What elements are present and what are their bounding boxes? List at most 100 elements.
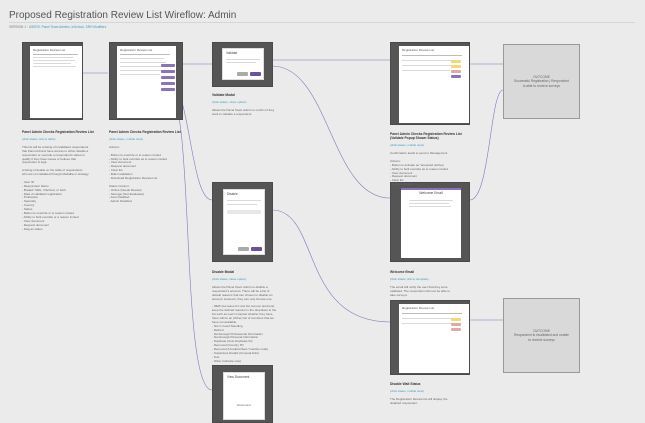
status-chip [451, 318, 461, 321]
validate-button[interactable] [250, 72, 261, 76]
note-2-body: Actions: - Button to override or to reas… [109, 144, 167, 204]
screen-5-row [402, 70, 450, 71]
validate-modal-frame: Validate [212, 42, 273, 87]
note-3-body: Allows the Panel Team Admin to confirm i… [212, 107, 275, 116]
note-6-body: The email will notify the user that they… [390, 284, 450, 297]
version-separator: · [26, 25, 28, 29]
note-7-body: The Registration Review list will displa… [390, 396, 448, 405]
screen-2-row [120, 54, 170, 55]
validate-dialog: Validate [222, 48, 264, 80]
screen-1-row [33, 54, 78, 55]
note-3-sub: (click states, close option) [212, 100, 247, 105]
note-5: Disable Modal (click states, close optio… [212, 266, 304, 368]
note-2-sub: (click states, mobile view) [109, 137, 144, 142]
screen-2-row [120, 62, 166, 63]
welcome-banner [401, 188, 461, 190]
screen-7-row [402, 318, 452, 319]
note-1-body: This list will be a listing of invalidat… [22, 144, 90, 231]
validate-dialog-line [226, 62, 256, 63]
header-divider [9, 22, 635, 23]
view-document-frame: View Document Document [212, 365, 273, 423]
note-4: Panel Admin Checks Registration Review L… [390, 128, 480, 191]
note-4-title: Panel Admin Checks Registration Review L… [390, 131, 462, 141]
note-4-sub: (click states, mobile view) [390, 143, 425, 148]
status-chip [451, 60, 461, 63]
screen-2-action-chip[interactable] [161, 70, 175, 73]
validate-dialog-line [226, 59, 260, 60]
welcome-line [409, 203, 449, 204]
validate-dialog-title: Validate [226, 51, 238, 55]
page-title: Proposed Registration Review List Wirefl… [9, 10, 237, 21]
welcome-line [409, 206, 451, 207]
status-chip [451, 75, 461, 78]
screen-5-row [402, 55, 462, 56]
view-document-title: View Document [227, 375, 250, 379]
disable-dialog-line [227, 204, 257, 205]
disable-button[interactable] [251, 247, 262, 251]
screen-2-action-chip[interactable] [161, 88, 175, 91]
screen-2-row [120, 70, 164, 71]
note-1-title: Panel Admin Checks Registration Review L… [22, 129, 94, 134]
screen-1-row [33, 63, 71, 64]
disable-modal-frame: Disable [212, 182, 273, 262]
screen-1-row [33, 60, 75, 61]
disable-dialog: Disable [223, 189, 265, 255]
status-chip [451, 65, 461, 68]
disable-dialog-line [227, 200, 261, 201]
screen-5-frame: Registration Review List [390, 42, 470, 125]
reason-dropdown[interactable] [227, 210, 261, 214]
note-3-title: Validate Modal [212, 92, 235, 97]
screen-1-label: Registration Review List [33, 48, 66, 52]
note-5-body: Allows the Panel Team Admin to disable a… [212, 284, 277, 363]
note-7-title: Disable Wait Status [390, 381, 421, 386]
cancel-button[interactable] [238, 247, 249, 251]
version-label: VERSION 1 [9, 25, 27, 29]
screen-1-frame: Registration Review List [22, 42, 83, 120]
welcome-email: Welcome Email [401, 188, 461, 258]
note-6: Welcome Email (click states, link to tem… [390, 266, 480, 301]
outcome-2-text: OUTCOME Respondent is invalidated and un… [514, 329, 569, 342]
view-document-dialog: View Document Document [223, 372, 265, 420]
connector-validate-welcome [271, 65, 391, 199]
screen-2-row [120, 74, 160, 75]
welcome-email-frame: Welcome Email [390, 182, 470, 262]
note-7: Disable Wait Status (click states, mobil… [390, 378, 480, 410]
document-placeholder: Document [237, 403, 251, 407]
screen-5-row [402, 65, 454, 66]
screen-5-row [402, 60, 452, 61]
cancel-button[interactable] [237, 72, 248, 76]
note-6-sub: (click states, link to template) [390, 277, 429, 282]
screen-1-row [33, 66, 76, 67]
version-line: VERSION 1 · USERS: Panel Team Admins, In… [9, 25, 106, 29]
note-7-sub: (click states, mobile view) [390, 389, 425, 394]
status-chip [451, 70, 461, 73]
outcome-box: OUTCOME Respondent is invalidated and un… [503, 298, 580, 373]
screen-2-label: Registration Review List [120, 48, 153, 52]
screen-5: Registration Review List [399, 46, 469, 123]
screen-7-label: Registration Review List [402, 306, 435, 310]
note-1-sub: (click states, link to table) [22, 137, 56, 142]
screen-2-row [120, 58, 164, 59]
disable-dialog-title: Disable [227, 192, 238, 196]
note-5-sub: (click states, close option) [212, 277, 247, 282]
connector-welcome-outcome1 [469, 89, 504, 201]
screen-2-row [120, 66, 162, 67]
note-2-title: Panel Admin Checks Registration Review L… [109, 129, 181, 134]
screen-2-action-chip[interactable] [161, 76, 175, 79]
note-2: Panel Admin Checks Registration Review L… [109, 126, 194, 208]
screen-1-row [33, 57, 73, 58]
outcome-box: OUTCOME Successful Registration | Respon… [503, 44, 580, 119]
screen-2-action-chip[interactable] [161, 64, 175, 67]
note-3: Validate Modal (click states, close opti… [212, 89, 292, 121]
users-label: USERS: Panel Team Admins, InSchool, SRH … [28, 25, 107, 29]
screen-2-action-chip[interactable] [161, 82, 175, 85]
screen-7-frame: Registration Review List [390, 300, 470, 375]
screen-5-label: Registration Review List [402, 48, 435, 52]
screen-2: Registration Review List [117, 46, 176, 118]
note-1: Panel Admin Checks Registration Review L… [22, 126, 102, 235]
screen-2-frame: Registration Review List [109, 42, 183, 120]
outcome-1-text: OUTCOME Successful Registration | Respon… [514, 75, 569, 88]
welcome-line [409, 200, 453, 201]
note-4-body: Confirmation leads to send to Management… [390, 151, 448, 187]
